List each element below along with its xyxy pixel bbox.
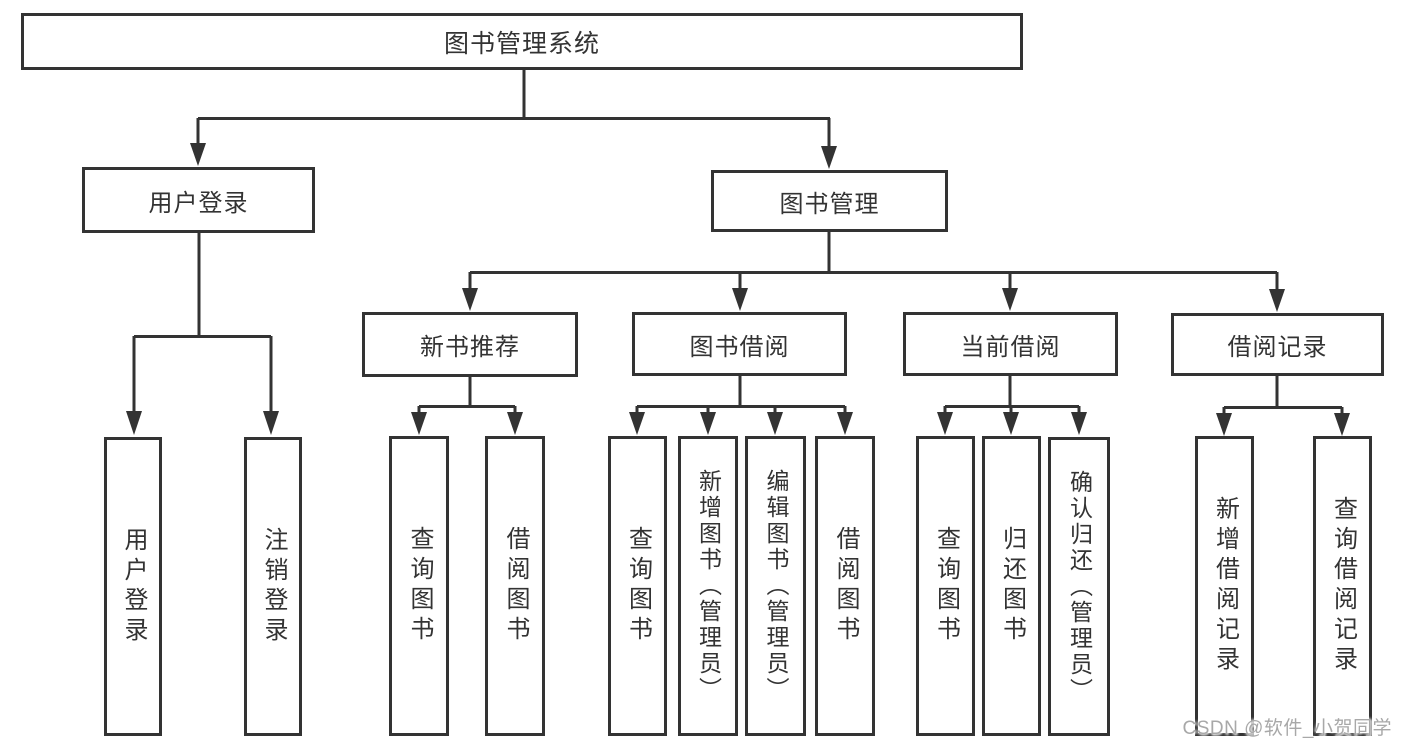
leaf-add-borrow-record-label: 新增借阅记录 — [1211, 496, 1239, 676]
arrowheads — [126, 143, 1350, 436]
leaf-borrow-books-borrowing: 借阅图书 — [815, 436, 875, 736]
leaf-confirm-return-admin-label: 确认归还（管理员） — [1066, 469, 1093, 704]
node-book-borrowing-label: 图书借阅 — [689, 333, 790, 361]
leaf-return-books: 归还图书 — [982, 436, 1041, 736]
leaf-query-books-recommend: 查询图书 — [389, 436, 449, 736]
leaf-add-books-admin: 新增图书（管理员） — [678, 436, 738, 736]
connector-newbook-to-leaves — [417, 377, 517, 414]
connector-borrowing-to-leaves — [635, 376, 847, 414]
leaf-edit-books-admin-label: 编辑图书（管理员） — [763, 469, 789, 703]
node-user-login-group: 用户登录 — [82, 167, 315, 233]
leaf-add-books-admin-label: 新增图书（管理员） — [695, 469, 722, 703]
leaf-query-books-current: 查询图书 — [916, 436, 975, 736]
connector-userlogin-to-leaves — [132, 233, 273, 414]
leaf-query-borrow-record-label: 查询借阅记录 — [1329, 496, 1357, 676]
node-book-management-group: 图书管理 — [711, 170, 948, 232]
node-new-book-recommend-label: 新书推荐 — [420, 334, 520, 361]
leaf-borrow-books-recommend: 借阅图书 — [485, 436, 545, 736]
node-current-borrowing: 当前借阅 — [903, 312, 1118, 376]
leaf-borrow-books-borrowing-label: 借阅图书 — [832, 526, 859, 646]
leaf-borrow-books-recommend-label: 借阅图书 — [502, 526, 529, 646]
leaf-user-login: 用户登录 — [104, 437, 162, 736]
leaf-logout: 注销登录 — [244, 437, 302, 736]
node-book-borrowing: 图书借阅 — [632, 312, 847, 376]
leaf-user-login-label: 用户登录 — [120, 526, 147, 647]
leaf-query-books-borrowing: 查询图书 — [608, 436, 667, 736]
connector-records-to-leaves — [1222, 376, 1344, 415]
connector-root-to-level2 — [196, 70, 831, 149]
leaf-add-borrow-record: 新增借阅记录 — [1195, 436, 1254, 736]
leaf-query-books-recommend-label: 查询图书 — [406, 526, 433, 646]
leaf-edit-books-admin: 编辑图书（管理员） — [745, 436, 806, 736]
connector-current-to-leaves — [943, 376, 1081, 414]
connector-bookmgmt-to-level3 — [468, 232, 1279, 291]
leaf-query-books-borrowing-label: 查询图书 — [624, 526, 652, 646]
node-borrowing-records: 借阅记录 — [1171, 313, 1384, 376]
leaf-query-books-current-label: 查询图书 — [932, 526, 960, 646]
node-borrowing-records-label: 借阅记录 — [1227, 334, 1328, 361]
node-book-management-group-label: 图书管理 — [779, 190, 880, 218]
node-root: 图书管理系统 — [21, 13, 1023, 70]
node-new-book-recommend: 新书推荐 — [362, 312, 578, 377]
leaf-return-books-label: 归还图书 — [998, 526, 1026, 646]
leaf-logout-label: 注销登录 — [260, 526, 287, 647]
leaf-confirm-return-admin: 确认归还（管理员） — [1048, 437, 1110, 736]
node-current-borrowing-label: 当前借阅 — [960, 333, 1061, 361]
node-root-label: 图书管理系统 — [443, 29, 600, 58]
csdn-watermark: CSDN @软件_小贺同学 — [1182, 718, 1392, 739]
leaf-query-borrow-record: 查询借阅记录 — [1313, 436, 1372, 736]
node-user-login-group-label: 用户登录 — [148, 189, 249, 217]
